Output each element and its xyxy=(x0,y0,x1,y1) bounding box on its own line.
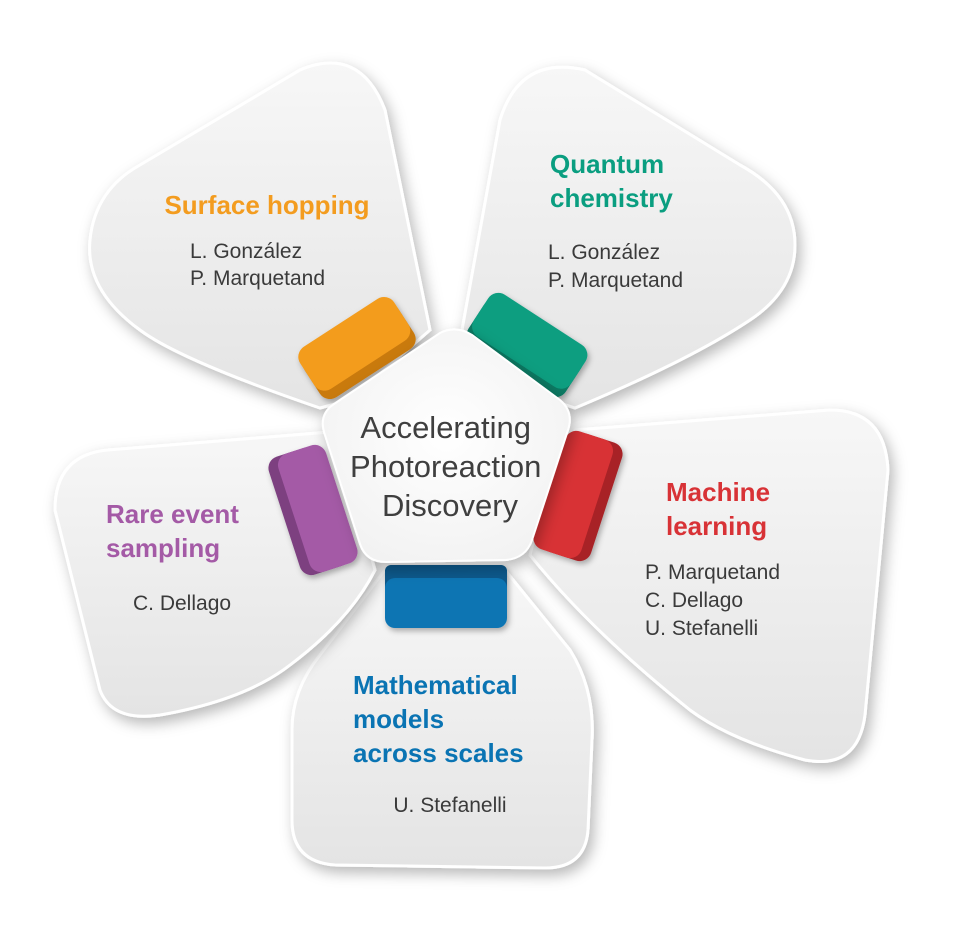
petal-rare-event-sampling-title: Rare event sampling xyxy=(106,499,246,563)
petal-quantum-chemistry-title: Quantum chemistry xyxy=(550,149,673,213)
connector-rare-event-sampling xyxy=(268,444,358,576)
person-name: C. Dellago xyxy=(133,592,231,615)
petal-quantum-chemistry-people: L. González P. Marquetand xyxy=(548,241,683,292)
center-title: Accelerating Photoreaction Discovery xyxy=(350,410,550,523)
petal-surface-hopping-people: L. González P. Marquetand xyxy=(190,240,325,290)
person-name: P. Marquetand xyxy=(190,267,325,290)
petal-rare-event-sampling-title-line: Rare event xyxy=(106,499,239,529)
person-name: P. Marquetand xyxy=(645,561,780,584)
petal-machine-learning-title: Machine learning xyxy=(666,477,777,541)
center-pentagon: Accelerating Photoreaction Discovery xyxy=(321,328,571,564)
center-title-line: Discovery xyxy=(382,488,519,523)
petal-rare-event-sampling-title-line: sampling xyxy=(106,533,220,563)
center-title-line: Accelerating xyxy=(360,410,531,445)
person-name: P. Marquetand xyxy=(548,269,683,292)
petal-mathematical-models-people: U. Stefanelli xyxy=(393,794,506,817)
petal-mathematical-models-title-line: across scales xyxy=(353,738,524,768)
connector-mathematical-models xyxy=(385,565,507,628)
petal-surface-hopping-title-line: Surface hopping xyxy=(164,190,369,220)
petal-mathematical-models-title-line: models xyxy=(353,704,444,734)
petal-machine-learning-title-line: Machine xyxy=(666,477,770,507)
petal-surface-hopping-title: Surface hopping xyxy=(164,190,369,220)
petal-quantum-chemistry-title-line: Quantum xyxy=(550,149,664,179)
connector-quantum-chemistry xyxy=(466,292,588,398)
connector-machine-learning xyxy=(533,430,623,562)
connector-surface-hopping xyxy=(298,296,416,400)
petal-mathematical-models-shape xyxy=(290,568,594,870)
person-name: L. González xyxy=(548,241,660,264)
person-name: C. Dellago xyxy=(645,589,743,612)
petal-rare-event-sampling-people: C. Dellago xyxy=(133,592,231,615)
connector-mathematical-models-face xyxy=(385,578,507,628)
petal-mathematical-models-title-line: Mathematical xyxy=(353,670,518,700)
person-name: U. Stefanelli xyxy=(393,794,506,817)
connector-machine-learning-face xyxy=(533,430,614,559)
petal-machine-learning: Machine learning P. Marquetand C. Dellag… xyxy=(528,408,890,763)
center-title-line: Photoreaction xyxy=(350,449,541,484)
connector-quantum-chemistry-face xyxy=(472,292,588,389)
petal-machine-learning-shape xyxy=(528,408,890,763)
petal-machine-learning-people: P. Marquetand C. Dellago U. Stefanelli xyxy=(645,561,786,640)
petal-mathematical-models: Mathematical models across scales U. Ste… xyxy=(290,568,594,870)
petal-mathematical-models-title: Mathematical models across scales xyxy=(353,670,525,768)
connector-rare-event-sampling-face xyxy=(277,444,358,573)
person-name: L. González xyxy=(190,240,302,263)
center-pentagon-shape xyxy=(321,328,571,564)
petal-quantum-chemistry-title-line: chemistry xyxy=(550,183,673,213)
petal-machine-learning-title-line: learning xyxy=(666,511,767,541)
person-name: U. Stefanelli xyxy=(645,617,758,640)
connector-surface-hopping-face xyxy=(298,296,411,391)
